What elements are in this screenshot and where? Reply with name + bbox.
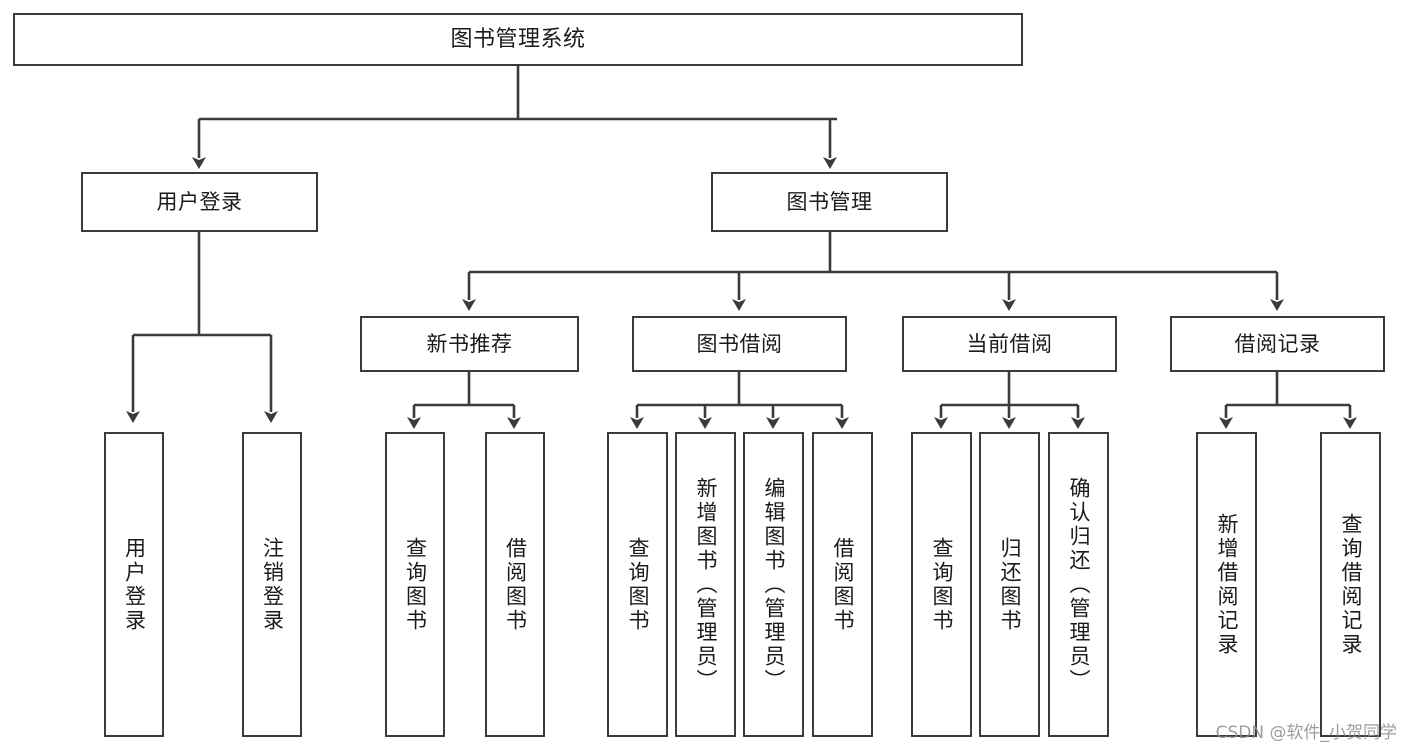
node-book-manage-label: 图书管理 — [786, 189, 873, 214]
node-current-borrow[interactable]: 当前借阅 — [902, 316, 1117, 372]
node-borrow-record[interactable]: 借阅记录 — [1170, 316, 1385, 372]
node-root-label: 图书管理系统 — [450, 26, 586, 52]
node-leaf-add-book-label: 新增图书（管理员） — [694, 476, 718, 693]
node-leaf-query-record-label: 查询借阅记录 — [1339, 512, 1363, 657]
node-leaf-user-login[interactable]: 用户登录 — [104, 432, 164, 737]
node-book-manage[interactable]: 图书管理 — [711, 172, 948, 232]
node-new-book-recommend[interactable]: 新书推荐 — [360, 316, 579, 372]
node-current-borrow-label: 当前借阅 — [966, 331, 1053, 356]
node-leaf-borrow-book-2-label: 借阅图书 — [831, 536, 855, 633]
node-book-borrow[interactable]: 图书借阅 — [632, 316, 847, 372]
node-leaf-edit-book-label: 编辑图书（管理员） — [762, 476, 786, 693]
node-leaf-borrow-book-1-label: 借阅图书 — [503, 536, 528, 633]
node-leaf-borrow-book-2[interactable]: 借阅图书 — [812, 432, 873, 737]
node-leaf-query-record[interactable]: 查询借阅记录 — [1320, 432, 1381, 737]
node-leaf-logout[interactable]: 注销登录 — [242, 432, 302, 737]
node-borrow-record-label: 借阅记录 — [1234, 331, 1321, 356]
node-leaf-add-record[interactable]: 新增借阅记录 — [1196, 432, 1257, 737]
node-new-book-recommend-label: 新书推荐 — [426, 331, 513, 356]
node-leaf-query-book-2-label: 查询图书 — [626, 536, 650, 633]
node-leaf-query-book-3-label: 查询图书 — [930, 536, 954, 633]
node-leaf-query-book-3[interactable]: 查询图书 — [911, 432, 972, 737]
node-leaf-query-book-2[interactable]: 查询图书 — [607, 432, 668, 737]
node-leaf-query-book-1[interactable]: 查询图书 — [385, 432, 445, 737]
node-leaf-edit-book[interactable]: 编辑图书（管理员） — [743, 432, 804, 737]
node-leaf-add-record-label: 新增借阅记录 — [1215, 512, 1239, 657]
node-leaf-confirm-return-label: 确认归还（管理员） — [1067, 476, 1091, 693]
node-book-borrow-label: 图书借阅 — [696, 331, 783, 356]
node-leaf-add-book[interactable]: 新增图书（管理员） — [675, 432, 736, 737]
node-leaf-return-book-label: 归还图书 — [998, 536, 1022, 633]
node-leaf-user-login-label: 用户登录 — [122, 536, 147, 633]
node-leaf-return-book[interactable]: 归还图书 — [979, 432, 1040, 737]
node-leaf-borrow-book-1[interactable]: 借阅图书 — [485, 432, 545, 737]
node-leaf-confirm-return[interactable]: 确认归还（管理员） — [1048, 432, 1109, 737]
node-leaf-logout-label: 注销登录 — [260, 536, 285, 633]
node-leaf-query-book-1-label: 查询图书 — [403, 536, 428, 633]
node-root[interactable]: 图书管理系统 — [13, 13, 1023, 66]
node-user-login-label: 用户登录 — [156, 189, 243, 214]
csdn-watermark: CSDN @软件_小贺同学 — [1215, 723, 1397, 743]
node-user-login[interactable]: 用户登录 — [81, 172, 318, 232]
